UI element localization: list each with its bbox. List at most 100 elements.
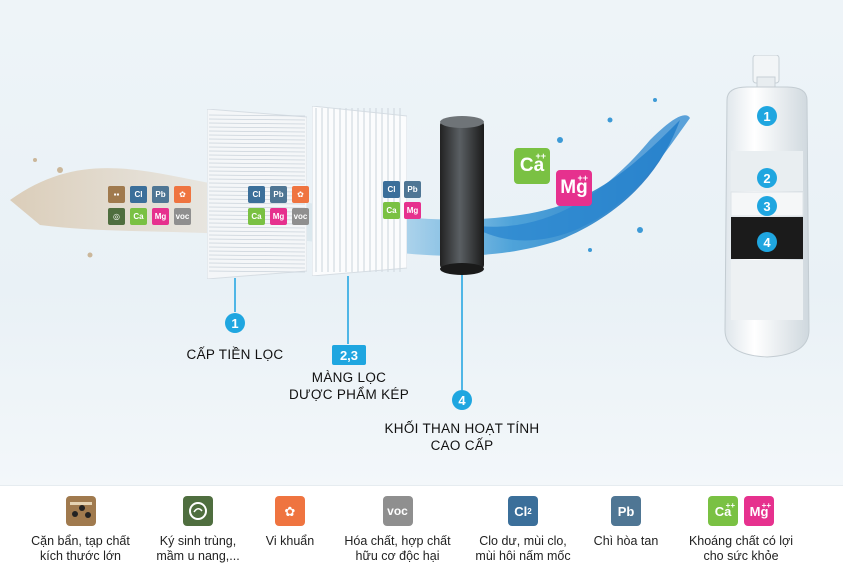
legend-text-line1: Ký sinh trùng, xyxy=(159,534,237,548)
calcium-mineral-badge: Ca++ xyxy=(514,148,550,184)
lead-icon: Pb xyxy=(270,186,287,203)
calcium-symbol: Ca xyxy=(519,155,545,176)
stage4-label-line2: CAO CẤP xyxy=(430,438,494,453)
chlorine-icon: Cl xyxy=(248,186,265,203)
contaminants-group-after-membrane: Cl Pb Ca Mg xyxy=(383,181,425,223)
bacteria-icon: ✿ xyxy=(174,186,191,203)
legend: Cặn bẩn, tạp chất kích thước lớn Ký sinh… xyxy=(0,485,843,584)
stage1-connector xyxy=(234,278,236,312)
cartridge-label-1-text: 1 xyxy=(763,108,771,124)
cartridge-label-3: 3 xyxy=(757,196,777,216)
bacteria-icon: ✿ xyxy=(275,496,305,526)
calcium-symbol: Ca xyxy=(714,503,732,519)
legend-item-parasite: Ký sinh trùng, mầm u nang,... xyxy=(144,496,252,564)
chlorine-symbol: Cl xyxy=(252,190,261,199)
contaminants-group-raw: ▪▪ Cl Pb ✿ ◎ Ca Mg voc xyxy=(108,186,194,230)
stage4-connector xyxy=(461,275,463,390)
cartridge-label-1: 1 xyxy=(757,106,777,126)
magnesium-symbol: Mg xyxy=(154,212,167,221)
calcium-icon: Ca xyxy=(248,208,265,225)
cartridge-label-3-text: 3 xyxy=(763,198,771,214)
magnesium-icon: Mg xyxy=(270,208,287,225)
chlorine-subscript: 2 xyxy=(527,506,532,516)
magnesium-symbol: Mg xyxy=(406,206,419,215)
voc-icon: voc xyxy=(382,496,413,526)
calcium-charge: ++ xyxy=(535,151,546,161)
legend-text-line1: Clo dư, mùi clo, xyxy=(479,534,567,548)
legend-text-line2: cho sức khỏe xyxy=(703,549,779,563)
stage23-label-line2: DƯỢC PHẨM KÉP xyxy=(288,387,410,402)
parasite-icon: ◎ xyxy=(108,208,125,225)
lead-icon: Pb xyxy=(404,181,421,198)
magnesium-symbol: Mg xyxy=(272,212,285,221)
legend-text-line1: Chì hòa tan xyxy=(593,534,659,548)
stage4-number: 4 xyxy=(458,392,466,408)
voc-symbol: voc xyxy=(175,212,190,221)
legend-text-line1: Vi khuẩn xyxy=(265,534,315,548)
carbon-block xyxy=(440,116,484,275)
legend-item-sediment: Cặn bẩn, tạp chất kích thước lớn xyxy=(18,496,143,564)
cartridge-label-2-text: 2 xyxy=(763,170,771,186)
sediment-icon: ▪▪ xyxy=(108,186,125,203)
legend-text-line2: kích thước lớn xyxy=(39,549,122,563)
sediment-icon xyxy=(65,496,96,526)
chlorine-symbol: Cl xyxy=(134,190,143,199)
magnesium-symbol: Mg xyxy=(749,503,769,519)
legend-text-line1: Hóa chất, hợp chất xyxy=(344,534,451,548)
legend-text-line1: Khoáng chất có lợi xyxy=(688,534,794,548)
stage1-number: 1 xyxy=(231,315,239,331)
magnesium-icon: Mg++ xyxy=(744,496,774,526)
calcium-symbol: Ca xyxy=(133,212,144,221)
stage23-label-line1: MÀNG LỌC xyxy=(311,370,387,385)
voc-symbol: voc xyxy=(293,212,308,221)
legend-item-bacteria: ✿ Vi khuẩn xyxy=(246,496,334,549)
parasite-icon xyxy=(183,496,213,526)
minerals-icon: Ca++ Mg++ xyxy=(672,496,810,526)
lead-symbol: Pb xyxy=(407,185,418,194)
stage4-label-line1: KHỐI THAN HOẠT TÍNH xyxy=(384,421,540,436)
magnesium-icon: Mg xyxy=(404,202,421,219)
magnesium-mineral-badge: Mg++ xyxy=(556,170,592,206)
chlorine-symbol: Cl xyxy=(514,503,528,519)
legend-item-voc: voc Hóa chất, hợp chất hữu cơ độc hại xyxy=(330,496,465,564)
stage1-number-badge: 1 xyxy=(225,313,245,333)
magnesium-icon: Mg xyxy=(152,208,169,225)
bacteria-icon: ✿ xyxy=(292,186,309,203)
calcium-icon: Ca xyxy=(130,208,147,225)
cartridge-label-2: 2 xyxy=(757,168,777,188)
voc-icon: voc xyxy=(292,208,309,225)
stage23-number-badge: 2,3 xyxy=(332,345,366,365)
stage23-number: 2,3 xyxy=(339,347,359,363)
legend-text-line2: mầm u nang,... xyxy=(156,549,240,563)
legend-item-minerals: Ca++ Mg++ Khoáng chất có lợi cho sức khỏ… xyxy=(672,496,810,564)
cartridge-label-4: 4 xyxy=(757,232,777,252)
magnesium-charge: ++ xyxy=(761,501,771,510)
calcium-charge: ++ xyxy=(725,501,735,510)
legend-text-line1: Cặn bẩn, tạp chất xyxy=(31,534,130,548)
stage23-label: MÀNG LỌC DƯỢC PHẨM KÉP xyxy=(282,369,416,403)
lead-symbol: Pb xyxy=(155,190,166,199)
voc-symbol: voc xyxy=(387,503,408,518)
stage23-connector xyxy=(347,276,349,344)
lead-symbol: Pb xyxy=(273,190,284,199)
chlorine-icon: Cl xyxy=(383,181,400,198)
legend-text-line2: mùi hôi nấm mốc xyxy=(475,549,571,563)
legend-text-line2: hữu cơ độc hại xyxy=(355,549,440,563)
filtration-diagram: ▪▪ Cl Pb ✿ ◎ Ca Mg voc Cl Pb ✿ Ca Mg voc… xyxy=(0,0,843,485)
contaminants-group-after-prefilter: Cl Pb ✿ Ca Mg voc xyxy=(248,186,312,230)
chlorine-icon: Cl xyxy=(130,186,147,203)
calcium-symbol: Ca xyxy=(386,206,397,215)
cartridge-label-4-text: 4 xyxy=(763,234,771,250)
lead-symbol: Pb xyxy=(617,503,635,519)
stage4-number-badge: 4 xyxy=(452,390,472,410)
calcium-icon: Ca xyxy=(383,202,400,219)
lead-icon: Pb xyxy=(611,496,641,526)
stage4-label: KHỐI THAN HOẠT TÍNH CAO CẤP xyxy=(378,420,546,454)
voc-icon: voc xyxy=(174,208,191,225)
calcium-symbol: Ca xyxy=(251,212,262,221)
stage1-label: CẤP TIỀN LỌC xyxy=(186,347,284,362)
legend-item-lead: Pb Chì hòa tan xyxy=(580,496,672,549)
calcium-icon: Ca++ xyxy=(708,496,738,526)
